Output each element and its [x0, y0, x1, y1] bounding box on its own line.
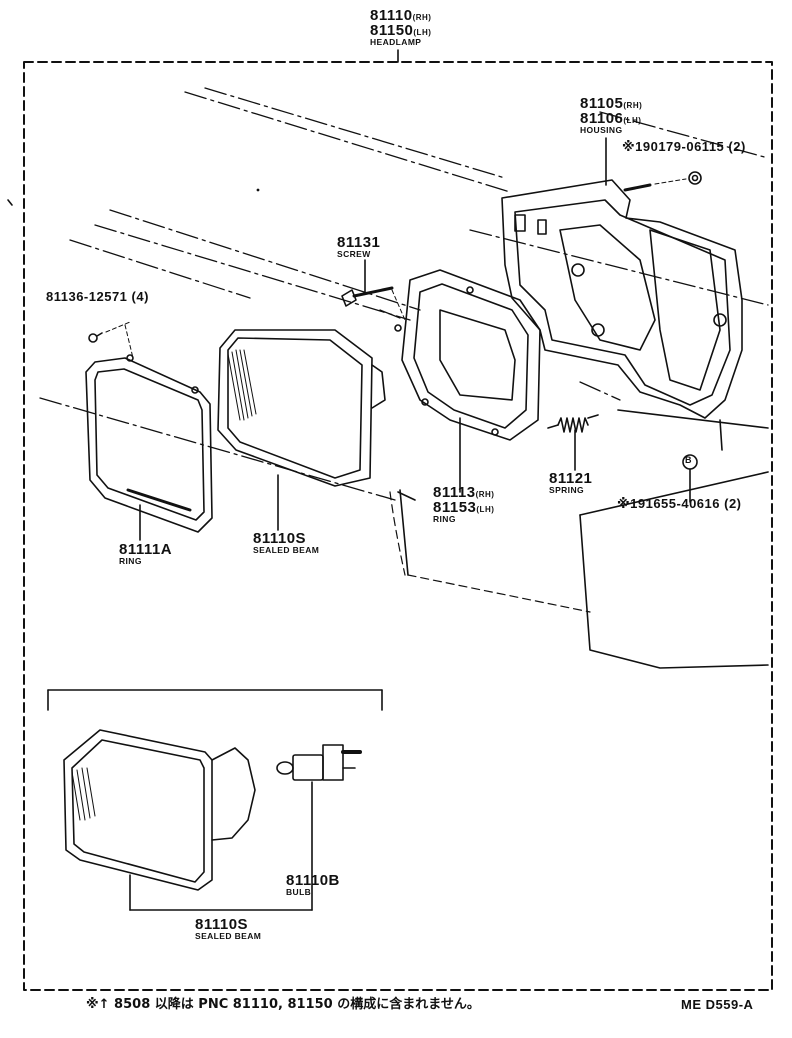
sealed-beam-lower-label: 81110S SEALED BEAM — [195, 917, 261, 941]
nut-191655-drawing — [682, 454, 698, 503]
screw-81131-pn: 81131 — [337, 234, 381, 251]
nut-191655-pn: ※191655-40616 — [617, 496, 720, 511]
bulb-81110b-label: 81110B BULB — [286, 873, 340, 897]
housing-label: 81105(RH) 81106(LH) HOUSING — [580, 96, 642, 135]
sealed-beam-upper-label: 81110S SEALED BEAM — [253, 531, 319, 555]
headlamp-pn-rh: 81110 — [370, 7, 413, 24]
headlamp-label: 81110(RH) 81150(LH) HEADLAMP — [370, 8, 431, 47]
headlamp-tag-rh: (RH) — [412, 13, 432, 22]
housing-pn-rh: 81105 — [580, 95, 624, 112]
alternative-variant-bracket — [47, 689, 383, 711]
ring-81113-tag-lh: (LH) — [476, 505, 495, 514]
bulb-81110b-pn: 81110B — [286, 872, 340, 889]
drawing-code: ME D559-A — [681, 997, 754, 1012]
assembly-boundary-frame — [23, 61, 773, 991]
spring-81121-name: SPRING — [549, 485, 584, 495]
housing-81105-drawing — [501, 137, 743, 419]
ring-81113-drawing — [394, 269, 541, 493]
nut-191655-qty: (2) — [724, 496, 742, 511]
vehicle-body-reference-lines — [39, 87, 769, 501]
sealed-beam-lower-drawing — [63, 729, 313, 911]
bulb-81110b-drawing — [276, 744, 362, 911]
stray-mark — [7, 199, 13, 206]
screw-81136-qty: (4) — [131, 289, 149, 304]
lower-lens-pattern — [71, 767, 96, 821]
sealed-beam-upper-drawing — [217, 329, 386, 531]
screw-81131-drawing — [341, 259, 406, 321]
bolt-190179-pn: ※190179-06115 — [622, 139, 725, 154]
housing-tag-rh: (RH) — [623, 101, 643, 110]
sealed-beam-upper-pn: 81110S — [253, 530, 307, 547]
sealed-beam-lower-pn: 81110S — [195, 916, 249, 933]
ring-81113-tag-rh: (RH) — [475, 490, 495, 499]
housing-name: HOUSING — [580, 125, 623, 135]
bolt-190179-label: ※190179-06115 (2) — [622, 140, 746, 153]
headlamp-pn-lh: 81150 — [370, 22, 414, 39]
screw-81136-drawing — [88, 321, 134, 359]
ring-81113-pn-lh: 81153 — [433, 499, 477, 516]
headlamp-tag-lh: (LH) — [413, 28, 432, 37]
bumper-dashed-edges — [389, 491, 591, 613]
screw-81136-label: 81136-12571 (4) — [46, 290, 149, 303]
ring-81111a-pn: 81111A — [119, 541, 173, 558]
spring-81121-drawing — [547, 414, 599, 471]
screw-81136-pn: 81136-12571 — [46, 289, 128, 304]
ring-81113-pn-rh: 81113 — [433, 484, 476, 501]
bumper-panel — [397, 409, 769, 669]
footnote: ※↑ 8508 以降は PNC 81110, 81150 の構成に含まれません。 — [86, 997, 480, 1012]
spring-81121-label: 81121 SPRING — [549, 471, 592, 495]
bulb-81110b-name: BULB — [286, 887, 312, 897]
ring-81111a-drawing — [85, 354, 213, 541]
lens-pattern — [227, 349, 257, 421]
sealed-beam-upper-name: SEALED BEAM — [253, 545, 320, 555]
nut-191655-ref-mark: B — [685, 455, 692, 465]
ring-81113-name: RING — [433, 514, 456, 524]
spring-81121-pn: 81121 — [549, 470, 593, 487]
screw-81131-label: 81131 SCREW — [337, 235, 380, 259]
nut-191655-label: ※191655-40616 (2) — [617, 497, 742, 510]
housing-pn-lh: 81106 — [580, 110, 624, 127]
screw-81131-name: SCREW — [337, 249, 371, 259]
ring-81111a-label: 81111A RING — [119, 542, 172, 566]
housing-tag-lh: (LH) — [623, 116, 642, 125]
headlamp-name: HEADLAMP — [370, 37, 422, 47]
ring-81113-label: 81113(RH) 81153(LH) RING — [433, 485, 494, 524]
bolt-190179-drawing — [623, 171, 702, 192]
stray-dot — [256, 188, 260, 192]
bolt-190179-qty: (2) — [728, 139, 746, 154]
sealed-beam-lower-name: SEALED BEAM — [195, 931, 262, 941]
ring-81111a-name: RING — [119, 556, 142, 566]
